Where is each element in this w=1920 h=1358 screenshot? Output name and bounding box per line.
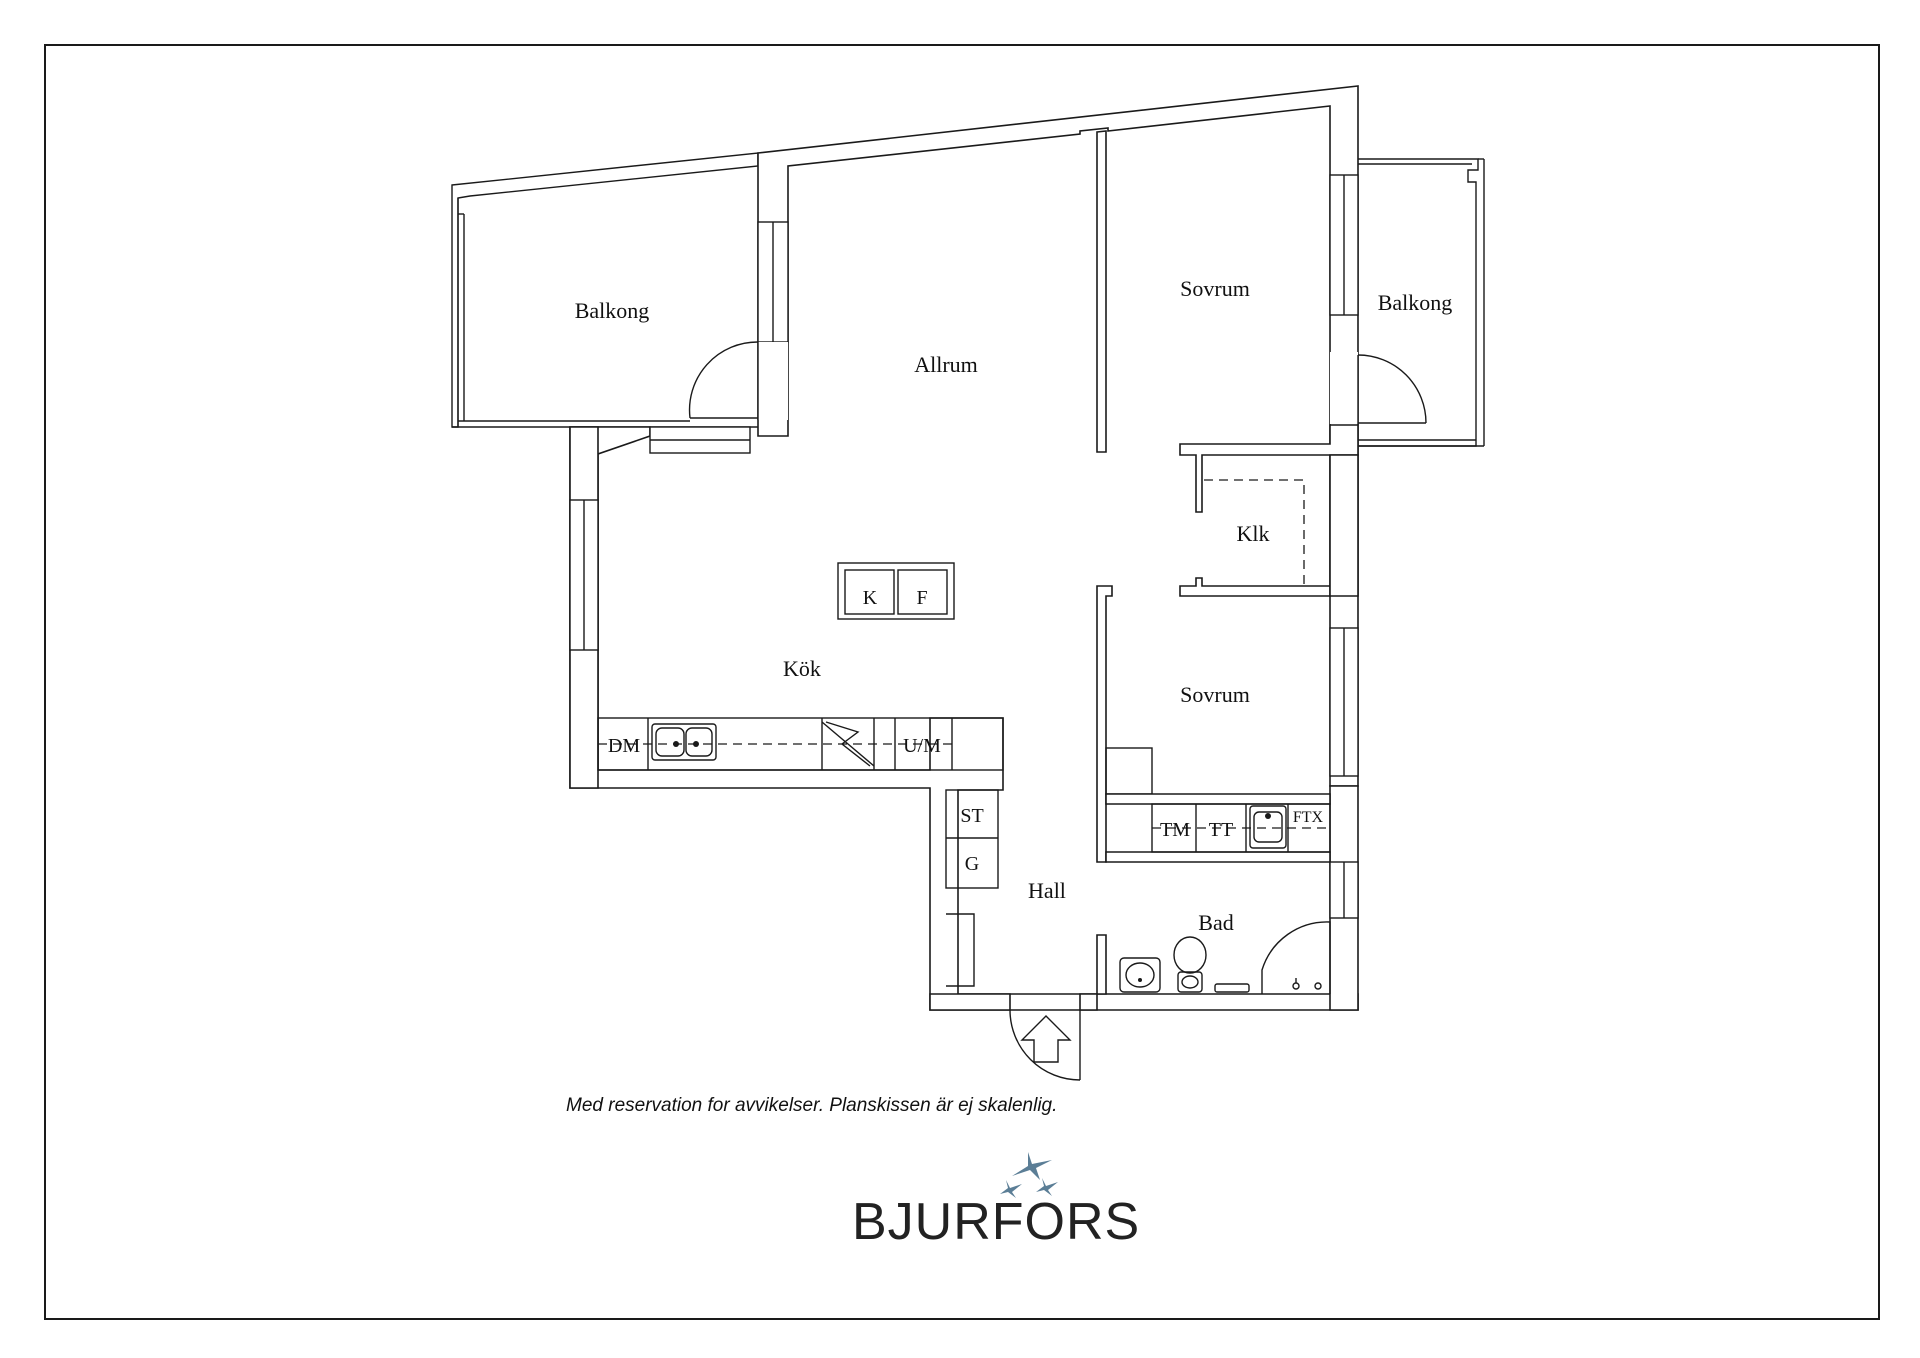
label-allrum: Allrum [914,352,978,377]
shower-icon [1261,921,1331,994]
wall-bath-left [1096,934,1107,995]
label-sovrum-top: Sovrum [1180,276,1250,301]
hall-cabinets [945,789,999,889]
wardrobe-box [1105,747,1153,795]
utility-sink-icon [1249,805,1287,849]
label-dm: DM [608,735,640,757]
label-klk: Klk [1237,521,1270,546]
window-kitchen-left [569,499,599,651]
birds-logo-icon [1000,1152,1058,1198]
toilet-icon [1173,936,1207,974]
closet-outline [1204,479,1305,586]
window-bedroom-top [1329,174,1359,316]
brand-wordmark: BJURFORS [852,1193,1141,1251]
label-sovrum-bottom: Sovrum [1180,682,1250,707]
label-um: U/M [903,735,941,757]
label-k: K [863,587,878,609]
balcony-left [451,152,759,428]
page-frame [44,44,1880,1320]
label-f: F [916,587,927,609]
hall-walls [929,993,1098,1011]
wall-closet [1179,424,1359,597]
label-tm: TM [1160,819,1190,841]
stove-icon [825,721,871,767]
label-balkong-left: Balkong [575,298,650,323]
label-tt: TT [1209,819,1233,841]
door-balcony-left [688,341,788,420]
kitchen-sink-icon [651,723,717,761]
stove-line [821,721,875,767]
wall-living-bedroom [1096,130,1107,453]
window-balcony-left [757,221,789,343]
entrance-door [1009,1009,1081,1081]
kitchen-island [837,562,955,620]
label-kok: Kök [783,656,821,681]
label-hall: Hall [1028,878,1066,903]
label-bad: Bad [1198,910,1233,935]
label-balkong-right: Balkong [1378,290,1453,315]
laundry-counter [1151,803,1331,853]
kitchen-counter [597,717,1004,771]
label-ftx: FTX [1293,809,1324,826]
balcony-right [1358,158,1485,447]
disclaimer-text: Med reservation for avvikelser. Planskis… [566,1095,1058,1116]
washbasin-icon [1119,957,1161,993]
window-bedroom-bottom [1329,627,1359,777]
label-st: ST [960,805,983,827]
entrance-arrow-icon [1020,1015,1072,1063]
window-bottom-balcony [649,426,751,454]
bath-fixtures [1119,921,1331,994]
hall-shelf [946,913,975,987]
door-balcony-right [1330,352,1427,425]
wall-bedroom-bottom [1096,585,1113,863]
window-bath [1329,861,1359,919]
radiator-icon [1214,983,1250,993]
label-g: G [965,853,979,875]
